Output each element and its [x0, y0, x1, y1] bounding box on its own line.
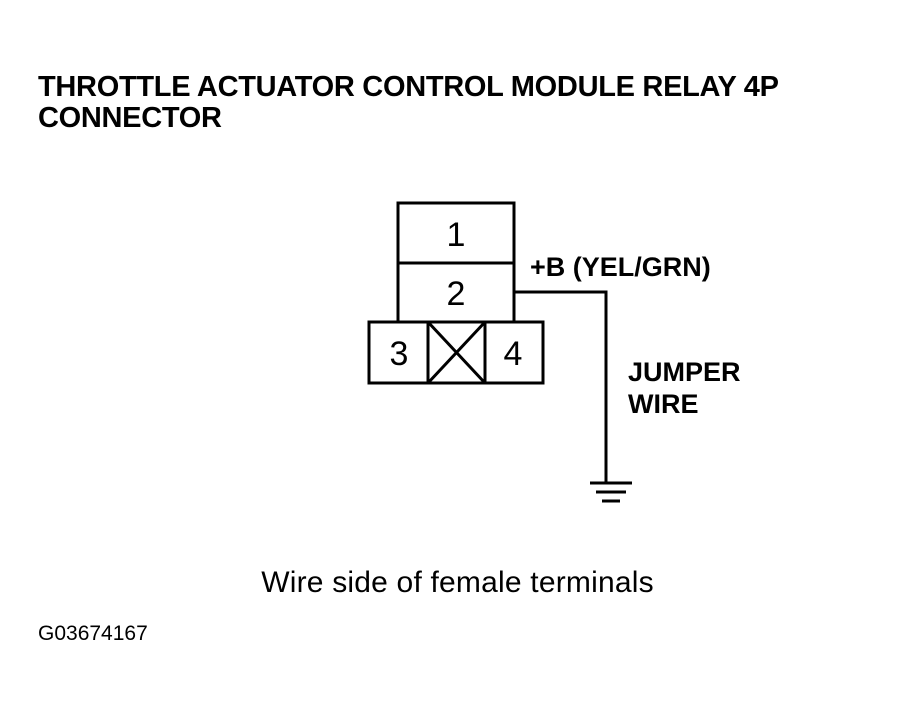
jumper-wire	[514, 290, 608, 483]
diagram-title: THROTTLE ACTUATOR CONTROL MODULE RELAY 4…	[38, 72, 898, 134]
diagram-caption: Wire side of female terminals	[261, 566, 654, 599]
blank-cavity-x-mark	[426, 320, 487, 385]
power-label: +B (YEL/GRN)	[530, 252, 711, 282]
ground-icon	[590, 481, 632, 503]
pin-1-label: 1	[447, 216, 466, 254]
pin-4-label: 4	[504, 335, 523, 373]
lower-housing	[367, 320, 545, 385]
pin-3-label: 3	[390, 335, 409, 373]
jumper-label-line-1: JUMPER	[628, 357, 741, 387]
pin-2-label: 2	[447, 275, 466, 313]
title-line-1: THROTTLE ACTUATOR CONTROL MODULE RELAY 4…	[38, 71, 779, 103]
jumper-label-line-2: WIRE	[628, 389, 699, 419]
figure-id: G03674167	[38, 622, 148, 645]
title-line-2: CONNECTOR	[38, 102, 222, 134]
